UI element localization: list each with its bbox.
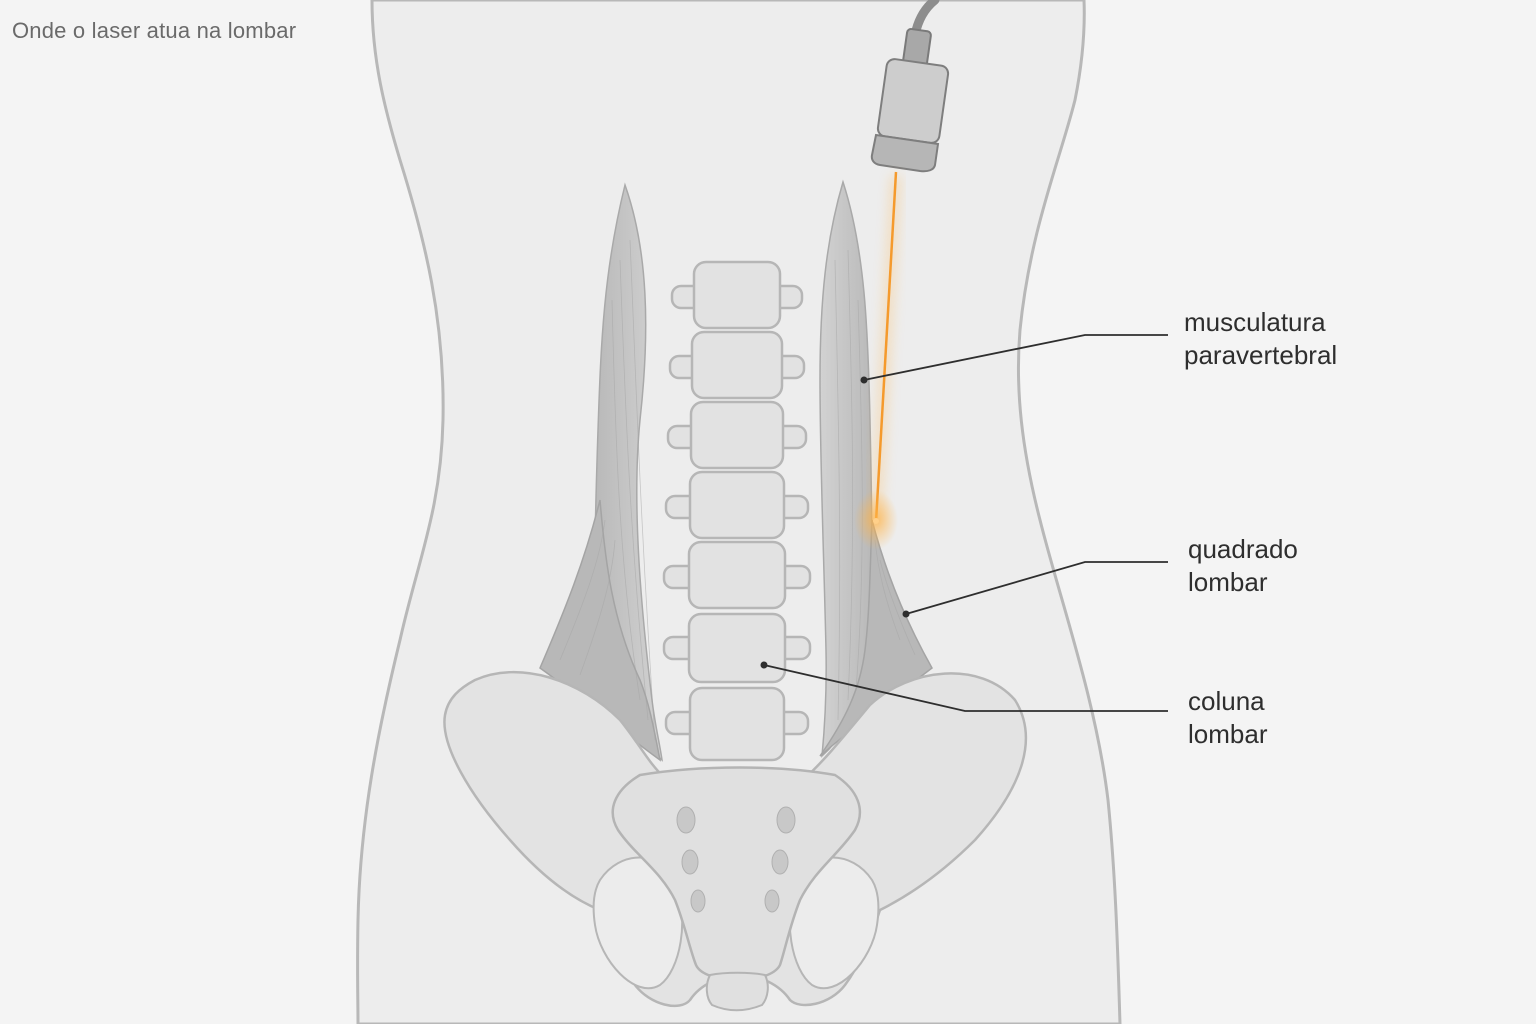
sacrum bbox=[611, 766, 862, 982]
left-quadratus-lumborum bbox=[539, 499, 662, 762]
vertebra-1 bbox=[670, 260, 804, 330]
laser-beam bbox=[854, 171, 901, 550]
coccyx bbox=[705, 971, 769, 1012]
vertebra-3 bbox=[666, 400, 808, 470]
label-muscle-line1: musculatura bbox=[1184, 307, 1326, 337]
leader-dot-quadratus bbox=[902, 610, 910, 618]
lumbar-vertebrae bbox=[662, 260, 812, 762]
leader-dot-spine bbox=[760, 661, 768, 669]
leader-dot-muscle bbox=[860, 376, 868, 384]
label-quadratus-line2: lombar bbox=[1188, 567, 1268, 597]
label-quadratus: quadrado lombar bbox=[1188, 534, 1305, 597]
vertebra-5 bbox=[662, 540, 812, 610]
sacral-foramina bbox=[676, 806, 796, 913]
muscle-fibers bbox=[559, 239, 916, 741]
laser-device bbox=[870, 28, 950, 173]
vertebra-4 bbox=[664, 470, 810, 540]
vertebra-2 bbox=[668, 330, 806, 400]
vertebra-7 bbox=[664, 686, 810, 762]
leader-line-spine bbox=[763, 664, 1168, 712]
label-spine: coluna lombar bbox=[1188, 686, 1272, 749]
vertebra-6 bbox=[662, 612, 812, 684]
figure-caption: Onde o laser atua na lombar bbox=[12, 18, 297, 43]
label-spine-line2: lombar bbox=[1188, 719, 1268, 749]
leader-dots bbox=[760, 376, 910, 669]
label-muscle-line2: paravertebral bbox=[1184, 340, 1337, 370]
leader-line-quadratus bbox=[905, 561, 1168, 615]
label-quadratus-line1: quadrado bbox=[1188, 534, 1298, 564]
leader-lines bbox=[763, 334, 1168, 712]
label-muscle: musculatura paravertebral bbox=[1184, 307, 1337, 370]
label-spine-line1: coluna bbox=[1188, 686, 1265, 716]
leader-line-muscle bbox=[863, 334, 1168, 381]
